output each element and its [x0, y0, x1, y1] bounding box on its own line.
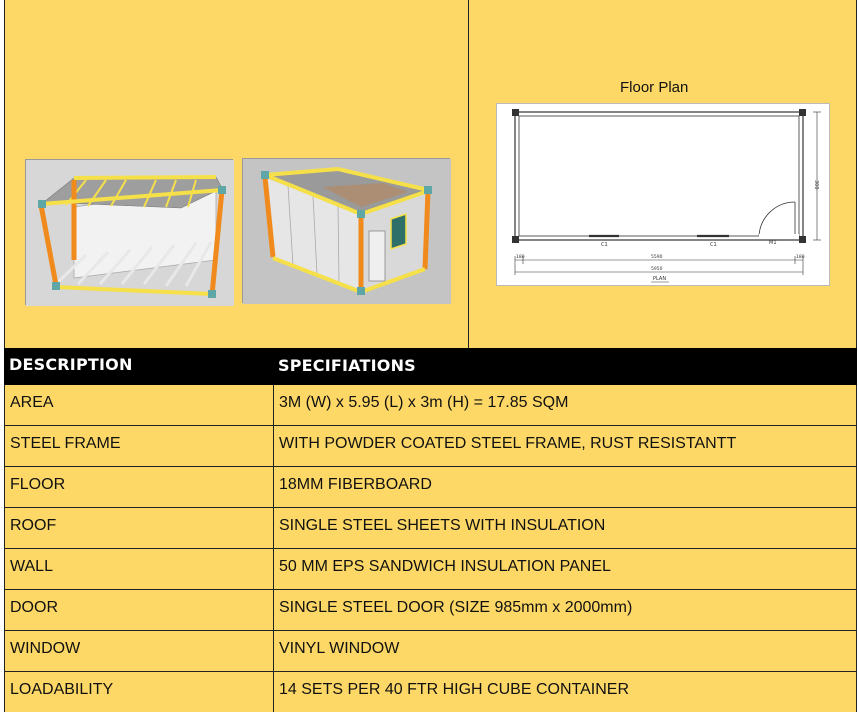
row-description: LOADABILITY — [10, 681, 114, 698]
column-divider — [273, 467, 274, 507]
row-description: WALL — [10, 558, 53, 575]
plan-caption: PLAN — [653, 276, 666, 282]
row-specification: WITH POWDER COATED STEEL FRAME, RUST RES… — [279, 435, 737, 452]
container-closed-render — [242, 158, 451, 304]
frame-illustration — [26, 160, 234, 306]
floor-plan-title: Floor Plan — [620, 79, 689, 96]
table-row: WINDOW VINYL WINDOW — [4, 631, 857, 672]
row-description: WINDOW — [10, 640, 81, 657]
column-divider — [273, 385, 274, 425]
table-row: WALL 50 MM EPS SANDWICH INSULATION PANEL — [4, 549, 857, 590]
row-description: STEEL FRAME — [10, 435, 121, 452]
dim-center: 5590 — [651, 254, 663, 260]
height-dimension: 300 — [813, 180, 819, 190]
door-label: M1 — [769, 240, 777, 246]
row-specification: 50 MM EPS SANDWICH INSULATION PANEL — [279, 558, 611, 575]
row-specification: 3M (W) x 5.95 (L) x 3m (H) = 17.85 SQM — [279, 394, 569, 411]
dim-overall: 5950 — [651, 266, 663, 272]
closed-container-illustration — [243, 159, 451, 304]
floor-plan-svg: C1 C1 M1 300 180 5590 180 5950 PLAN — [512, 109, 821, 283]
column-divider — [273, 672, 274, 712]
table-row: LOADABILITY 14 SETS PER 40 FTR HIGH CUBE … — [4, 672, 857, 712]
container-frame-render — [25, 159, 234, 306]
table-row: DOOR SINGLE STEEL DOOR (SIZE 985mm x 2000… — [4, 590, 857, 631]
column-divider — [273, 426, 274, 466]
column-divider — [273, 549, 274, 589]
window-b-label: C1 — [710, 242, 717, 248]
table-row: ROOF SINGLE STEEL SHEETS WITH INSULATION — [4, 508, 857, 549]
row-description: FLOOR — [10, 476, 66, 493]
row-specification: SINGLE STEEL SHEETS WITH INSULATION — [279, 517, 606, 534]
column-divider — [273, 631, 274, 671]
row-specification: 18MM FIBERBOARD — [279, 476, 432, 493]
table-row: FLOOR 18MM FIBERBOARD — [4, 467, 857, 508]
image-row: Floor Plan C1 C1 M1 — [0, 0, 859, 348]
window-a-label: C1 — [601, 242, 608, 248]
column-divider — [273, 590, 274, 630]
table-header: DESCRIPTION SPECIFIATIONS — [4, 348, 857, 385]
row-description: AREA — [10, 394, 54, 411]
dim-right: 180 — [796, 254, 805, 260]
row-specification: SINGLE STEEL DOOR (SIZE 985mm x 2000mm) — [279, 599, 633, 616]
dim-left: 180 — [516, 254, 525, 260]
column-divider — [273, 508, 274, 548]
spec-table: DESCRIPTION SPECIFIATIONS AREA 3M (W) x 5… — [4, 348, 857, 712]
row-specification: VINYL WINDOW — [279, 640, 400, 657]
table-row: STEEL FRAME WITH POWDER COATED STEEL FRAM… — [4, 426, 857, 467]
floor-plan-drawing: C1 C1 M1 300 180 5590 180 5950 PLAN — [496, 103, 830, 286]
row-description: ROOF — [10, 517, 57, 534]
row-description: DOOR — [10, 599, 58, 616]
row-specification: 14 SETS PER 40 FTR HIGH CUBE CONTAINER — [279, 681, 629, 698]
header-specifications: SPECIFIATIONS — [278, 356, 416, 375]
header-description: DESCRIPTION — [9, 355, 133, 374]
table-row: AREA 3M (W) x 5.95 (L) x 3m (H) = 17.85 S… — [4, 385, 857, 426]
